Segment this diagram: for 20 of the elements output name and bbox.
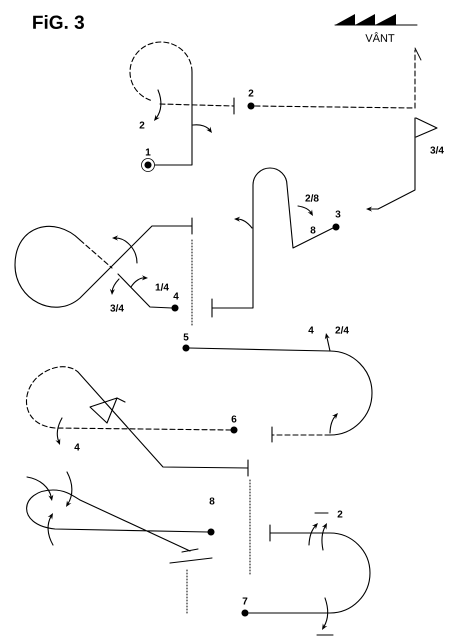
number-label: 4	[173, 292, 179, 300]
number-label: 5	[184, 334, 188, 340]
number-label: 1	[146, 148, 150, 156]
number-label: 2/8	[305, 194, 319, 202]
number-label: 2	[140, 122, 144, 128]
number-label: 8	[310, 226, 316, 234]
number-label: 2	[248, 90, 254, 96]
number-label: 2	[338, 510, 342, 518]
number-label: VÂNT	[365, 32, 394, 42]
number-label: 6	[232, 415, 236, 423]
number-label: 3	[335, 210, 340, 218]
number-label: 7	[242, 598, 248, 604]
number-label: 4	[74, 444, 80, 450]
number-label: 4	[308, 326, 314, 334]
number-label: 8	[210, 497, 214, 505]
number-label: 3/4	[110, 304, 124, 312]
figure-title: FiG. 3	[33, 15, 84, 29]
number-label: 1/4	[156, 283, 169, 291]
number-label: 2/4	[335, 326, 349, 334]
number-label: 3/4	[430, 146, 444, 154]
